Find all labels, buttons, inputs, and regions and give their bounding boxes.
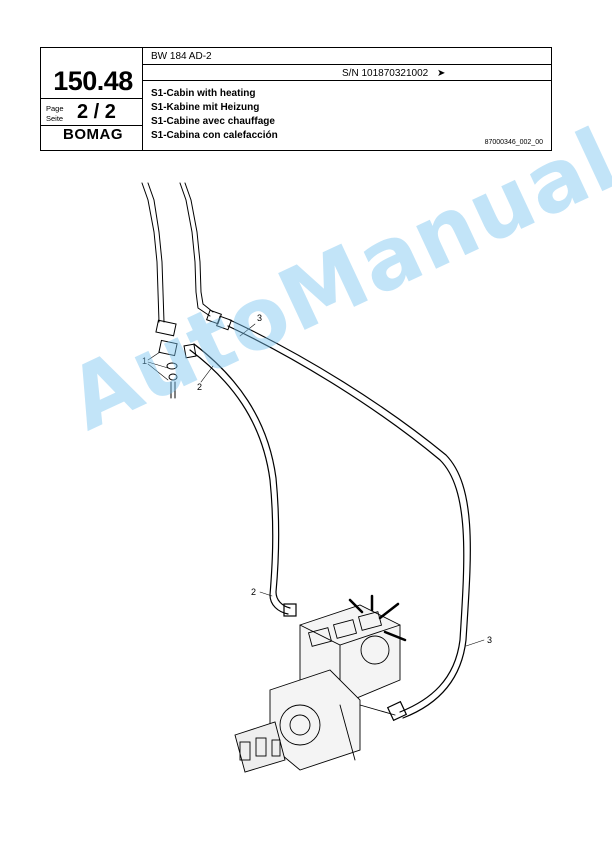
engine-assembly [234,594,407,773]
pipe-right [179,182,214,317]
rule [142,80,552,81]
arrow-right-icon: ➤ [436,68,446,79]
rule [41,125,142,126]
callout-3: 3 [257,313,262,323]
page-of: 2 / 2 [77,101,116,123]
callout-2: 2 [251,587,256,597]
title-list: S1-Cabin with heating S1-Kabine mit Heiz… [151,87,278,143]
machine-model: BW 184 AD-2 [151,51,212,62]
serial-text: S/N 101870321002 [342,68,429,79]
title-es: S1-Cabina con calefacción [151,130,278,141]
page-number: 150.48 [53,66,133,96]
document-number: 87000346_002_00 [484,139,543,146]
callout-2: 2 [197,382,202,392]
title-fr: S1-Cabine avec chauffage [151,116,275,127]
leader-lines [147,323,485,647]
page-label: Page [46,104,64,113]
rule [142,64,552,65]
callout-3: 3 [487,635,492,645]
seite-label: Seite [46,114,64,123]
hose-2 [189,343,297,617]
rule [41,98,142,99]
title-de: S1-Kabine mit Heizung [151,102,260,113]
title-block: BW 184 AD-2 S/N 101870321002 ➤ 150.48 Pa… [40,47,552,151]
title-block-divider [142,48,143,151]
callout-1: 1 [142,356,147,366]
title-en: S1-Cabin with heating [151,88,256,99]
pipe-left [141,182,165,323]
brand-logo: BOMAG [63,126,123,143]
pipe-fitting [155,309,232,399]
serial-number: S/N 101870321002 ➤ [342,68,445,79]
